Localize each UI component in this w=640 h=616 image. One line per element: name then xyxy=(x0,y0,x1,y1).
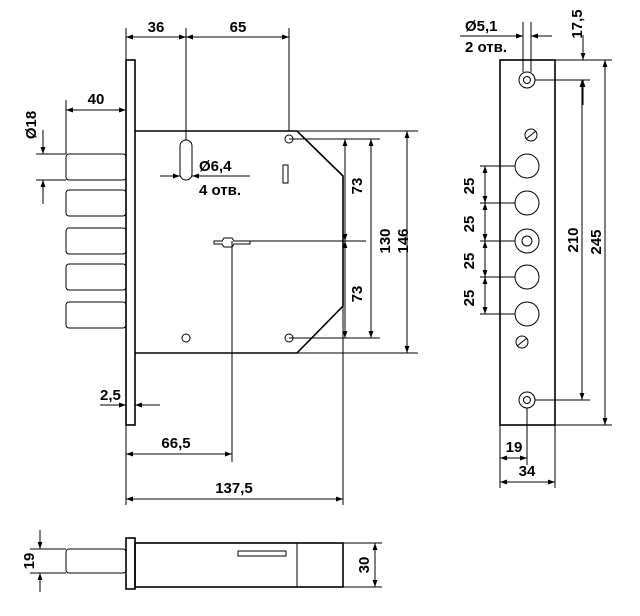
dim-25-a-label: 25 xyxy=(461,178,478,195)
faceplate-bolt-1 xyxy=(514,153,540,179)
dim-19-faceplate-label: 19 xyxy=(506,439,523,456)
dim-245-label: 245 xyxy=(588,229,605,254)
dim-25-d-label: 25 xyxy=(461,290,478,307)
dim-17-5-label: 17,5 xyxy=(569,9,586,38)
dim-137-5-label: 137,5 xyxy=(215,480,253,497)
faceplate-bolt-3 xyxy=(514,228,540,254)
bolt-4 xyxy=(65,263,127,291)
faceplate-bolt-2 xyxy=(514,190,540,216)
bolt-3 xyxy=(65,227,127,255)
dim-36-label: 36 xyxy=(148,19,165,36)
dim-34-label: 34 xyxy=(519,463,536,480)
keyhole xyxy=(213,237,251,248)
side-faceplate xyxy=(125,537,136,590)
dim-210-label: 210 xyxy=(565,227,582,252)
side-slot xyxy=(237,550,287,557)
faceplate-bolt-4 xyxy=(514,264,540,290)
dim-25-b-label: 25 xyxy=(461,216,478,233)
mount-hole-slot xyxy=(179,139,193,181)
dim-diam18-label: Ø18 xyxy=(23,111,40,139)
dim-2-5-label: 2,5 xyxy=(100,387,121,404)
front-faceplate xyxy=(125,59,136,426)
side-bolt xyxy=(65,548,127,574)
faceplate-screw-top xyxy=(524,128,538,142)
holes-count-4-label: 4 отв. xyxy=(199,182,241,199)
dim-diam51-label: Ø5,1 xyxy=(465,18,498,35)
faceplate-strip xyxy=(499,59,556,426)
bolt-2 xyxy=(65,189,127,217)
dim-25-c-label: 25 xyxy=(461,253,478,270)
faceplate-view: Ø5,1 2 отв. 17,5 25 25 25 25 210 245 xyxy=(460,9,612,488)
dim-146-label: 146 xyxy=(395,228,412,253)
mount-hole-bottom-left xyxy=(181,333,191,343)
dim-30-label: 30 xyxy=(356,557,373,574)
bolt-1 xyxy=(65,153,127,181)
dim-130-label: 130 xyxy=(377,228,394,253)
holes-count-2-label: 2 отв. xyxy=(465,39,507,56)
bolt-5 xyxy=(65,301,127,329)
dim-diam64-label: Ø6,4 xyxy=(199,158,232,175)
dim-73-bottom-label: 73 xyxy=(349,286,366,303)
faceplate-bolt-5 xyxy=(514,301,540,327)
dim-73-top-label: 73 xyxy=(349,178,366,195)
dim-19-side-label: 19 xyxy=(21,553,38,570)
lock-body xyxy=(135,130,344,354)
faceplate-screw-bottom xyxy=(515,335,529,349)
dim-66-5-label: 66,5 xyxy=(161,435,190,452)
latch-slot xyxy=(282,164,289,184)
front-view: 36 65 40 Ø18 Ø6,4 4 отв. 73 73 130 14 xyxy=(23,19,418,505)
side-view: 19 30 xyxy=(21,530,382,592)
dim-65-label: 65 xyxy=(230,19,247,36)
faceplate-hole-top xyxy=(518,71,536,89)
faceplate-hole-bottom xyxy=(518,391,536,409)
side-body xyxy=(134,542,344,588)
dim-40-label: 40 xyxy=(88,91,105,108)
